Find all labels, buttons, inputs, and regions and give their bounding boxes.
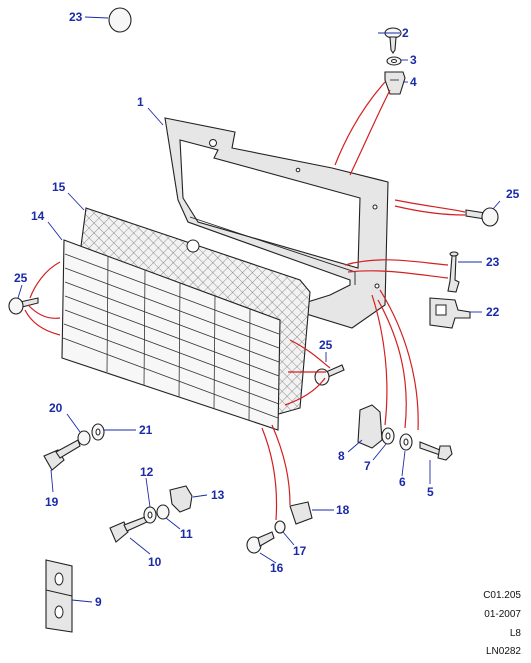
part-washer-11 — [156, 504, 170, 520]
part-fastener-25-middle — [314, 364, 345, 386]
part-cap-24 — [108, 7, 132, 33]
callout-20: 20 — [49, 401, 63, 415]
leader-lines — [17, 16, 501, 603]
part-bolt-5 — [419, 441, 453, 461]
callout-4: 4 — [410, 75, 417, 89]
callout-19: 19 — [45, 495, 59, 509]
callout-22: 22 — [486, 305, 500, 319]
callout-23: 23 — [486, 255, 500, 269]
callout-12: 12 — [140, 465, 154, 479]
callout-16: 16 — [270, 561, 284, 575]
part-plate-9 — [45, 559, 73, 633]
callout-8: 8 — [338, 449, 345, 463]
part-screw-16 — [246, 531, 275, 554]
part-fastener-25-left — [8, 297, 39, 315]
drawing-reference: LN0282 — [485, 646, 521, 657]
drawing-date: 01-2007 — [484, 609, 521, 620]
callout-11: 11 — [180, 527, 193, 541]
part-washer-3 — [386, 56, 402, 66]
part-washer-17 — [274, 520, 286, 534]
part-bracket-22 — [429, 297, 471, 329]
callout-18: 18 — [336, 503, 350, 517]
drawing-model: L8 — [509, 628, 521, 639]
callout-7: 7 — [364, 459, 371, 473]
part-washer-6 — [399, 433, 413, 451]
part-clip-18 — [289, 501, 313, 525]
callout-3: 3 — [410, 53, 417, 67]
callout-14: 14 — [31, 209, 45, 223]
callout-labels: 23 2 3 4 1 15 14 25 23 22 25 25 20 21 19… — [14, 10, 520, 609]
connector-lines — [24, 81, 466, 521]
callout-24: 23 — [69, 10, 83, 24]
callout-25-left: 25 — [14, 271, 28, 285]
callout-17: 17 — [293, 544, 307, 558]
part-washer-20 — [77, 430, 91, 446]
part-clip-8 — [357, 404, 383, 449]
part-fastener-25-right — [465, 207, 499, 227]
callout-2: 2 — [402, 26, 409, 40]
drawing-code: C01.205 — [483, 590, 521, 601]
callout-10: 10 — [148, 555, 162, 569]
part-clip-13 — [169, 485, 193, 513]
callout-9: 9 — [95, 595, 102, 609]
part-screw-2 — [384, 27, 402, 54]
callout-5: 5 — [427, 485, 434, 499]
callout-25-right: 25 — [506, 187, 520, 201]
callout-6: 6 — [399, 475, 406, 489]
part-grille-panel-1 — [164, 117, 389, 329]
part-pin-23 — [447, 251, 460, 293]
callout-15: 15 — [52, 180, 66, 194]
part-clip-4 — [384, 71, 406, 95]
part-bolt-19 — [43, 439, 81, 471]
callout-25-middle: 25 — [319, 338, 333, 352]
part-washer-21 — [91, 423, 105, 441]
part-washer-12 — [143, 506, 157, 524]
callout-13: 13 — [211, 488, 225, 502]
callout-1: 1 — [137, 95, 144, 109]
part-washer-7 — [381, 427, 395, 445]
callout-21: 21 — [139, 423, 153, 437]
part-bolt-10 — [109, 516, 148, 543]
part-front-grille-14 — [61, 239, 281, 431]
